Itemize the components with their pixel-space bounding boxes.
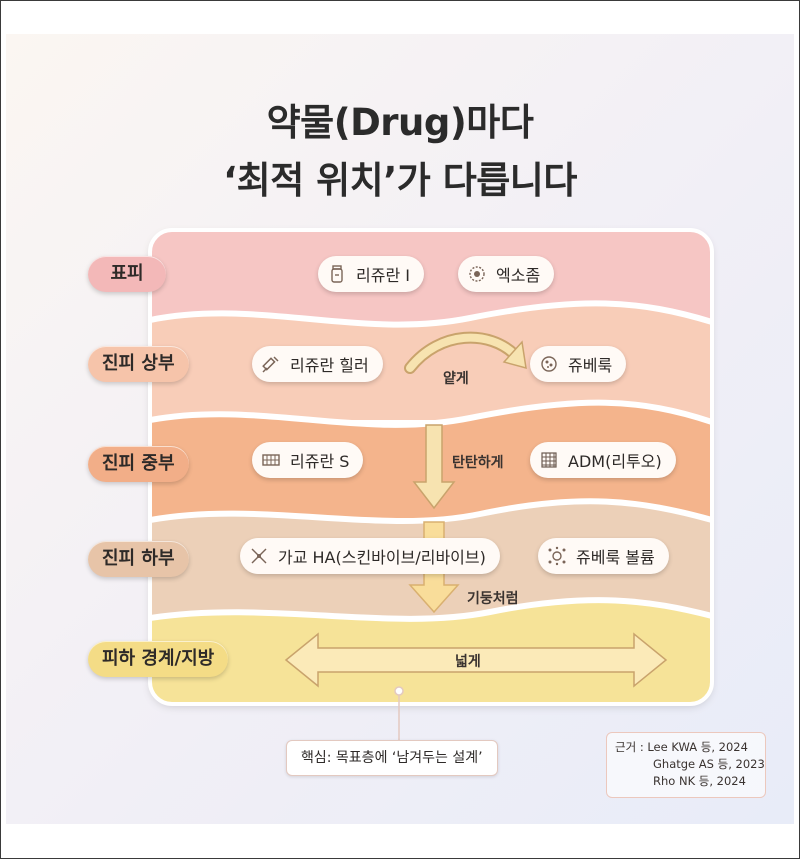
divider-1 <box>150 300 712 328</box>
title-line-1: 약물(Drug)마다 <box>266 101 534 144</box>
annotation-thin: 얕게 <box>443 371 469 387</box>
annotation-pillar: 기둥처럼 <box>467 591 519 607</box>
reference-line-2: Ghatge AS 등, 2023 <box>653 757 765 771</box>
crosslink-icon <box>248 545 270 567</box>
reference-line-3: Rho NK 등, 2024 <box>653 774 746 788</box>
curved-arrow-head <box>502 340 527 370</box>
layer-label-epidermis: 표피 <box>88 256 166 292</box>
callout-dot <box>394 686 404 696</box>
divider-4 <box>150 597 712 622</box>
matrix-icon <box>538 449 560 471</box>
band-upper-dermis <box>150 303 712 420</box>
divider-2 <box>150 399 712 428</box>
item-juvelook-volume: 쥬베룩 볼륨 <box>538 538 669 574</box>
annotation-wide: 넓게 <box>455 654 481 670</box>
item-adm: ADM(리투오) <box>530 442 676 478</box>
layer-label-middle-dermis: 진피 중부 <box>88 446 189 482</box>
double-arrow <box>284 632 668 688</box>
annotation-firm: 탄탄하게 <box>452 455 504 471</box>
title-line-2: ‘최적 위치’가 다릅니다 <box>223 159 577 202</box>
item-juvelook: 쥬베룩 <box>530 346 627 382</box>
item-rejuran-healer: 리쥬란 힐러 <box>252 346 383 382</box>
reference-line-1: 근거 : Lee KWA 등, 2024 <box>615 740 748 754</box>
layer-label-upper-dermis: 진피 상부 <box>88 346 189 382</box>
layer-label-lower-dermis: 진피 하부 <box>88 541 189 577</box>
vial-icon <box>326 263 348 285</box>
divider-3 <box>150 498 712 524</box>
item-exosome: 엑소좀 <box>458 256 555 292</box>
down-arrow-middle <box>412 424 456 510</box>
key-callout: 핵심: 목표층에 ‘남겨두는 설계’ <box>286 740 498 776</box>
item-crosslinked-ha: 가교 HA(스킨바이브/리바이브) <box>240 538 500 574</box>
references-box: 근거 : Lee KWA 등, 2024 Ghatge AS 등, 2023 R… <box>606 732 766 798</box>
item-rejuran-s: 리쥬란 S <box>252 442 364 478</box>
volume-particle-icon <box>546 545 568 567</box>
mesh-icon <box>260 449 282 471</box>
particle-icon <box>538 353 560 375</box>
exosome-icon <box>466 263 488 285</box>
syringe-icon <box>260 353 282 375</box>
item-rejuran-i: 리쥬란 I <box>318 256 424 292</box>
layer-label-subcutaneous: 피하 경계/지방 <box>88 641 229 677</box>
